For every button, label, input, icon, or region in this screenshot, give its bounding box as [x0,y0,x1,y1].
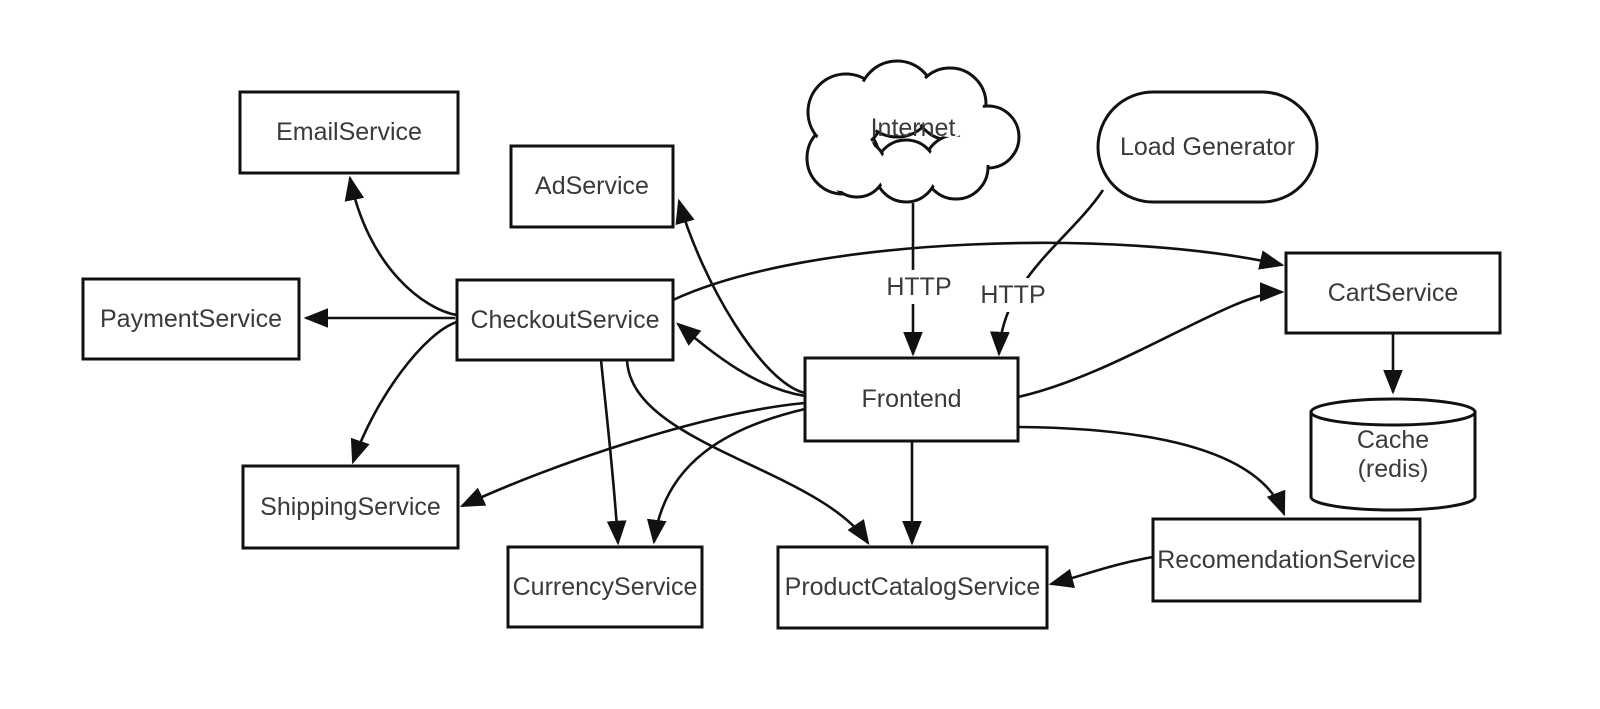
edge-checkout-to-email [344,175,458,317]
edge-frontend-to-cart [1017,282,1285,399]
edge-checkout-to-shipping [350,320,458,465]
currency-service-box [506,545,704,629]
shipping-service-box [241,464,460,550]
nodes-group [81,59,1502,630]
http-label-internet: HTTP [873,270,965,304]
payment-service-box [81,277,301,361]
cart-service-box [1284,251,1502,335]
edge-frontend-to-ad [675,198,806,395]
edge-recommendation-to-productcatalog [1048,555,1154,589]
edge-frontend-to-checkout [676,322,806,398]
ad-service-box [509,144,675,229]
load-generator-shape [1096,90,1319,204]
edge-frontend-to-currency [646,407,806,545]
http-label-load-generator: HTTP [967,278,1059,312]
edge-frontend-to-recommendation [1017,425,1286,517]
checkout-service-box [455,278,675,362]
recommendation-service-box [1151,517,1422,603]
internet-cloud-shape [805,59,1021,204]
email-service-box [238,90,460,175]
product-catalog-service-box [776,545,1049,630]
edge-frontend-to-shipping [459,401,806,508]
edge-checkout-to-productcatalog [625,359,870,546]
cache-cylinder-shape [1309,397,1477,512]
edge-checkout-to-cart [672,241,1285,302]
edge-loadgenerator-to-frontend [990,189,1105,357]
frontend-box [803,356,1020,443]
